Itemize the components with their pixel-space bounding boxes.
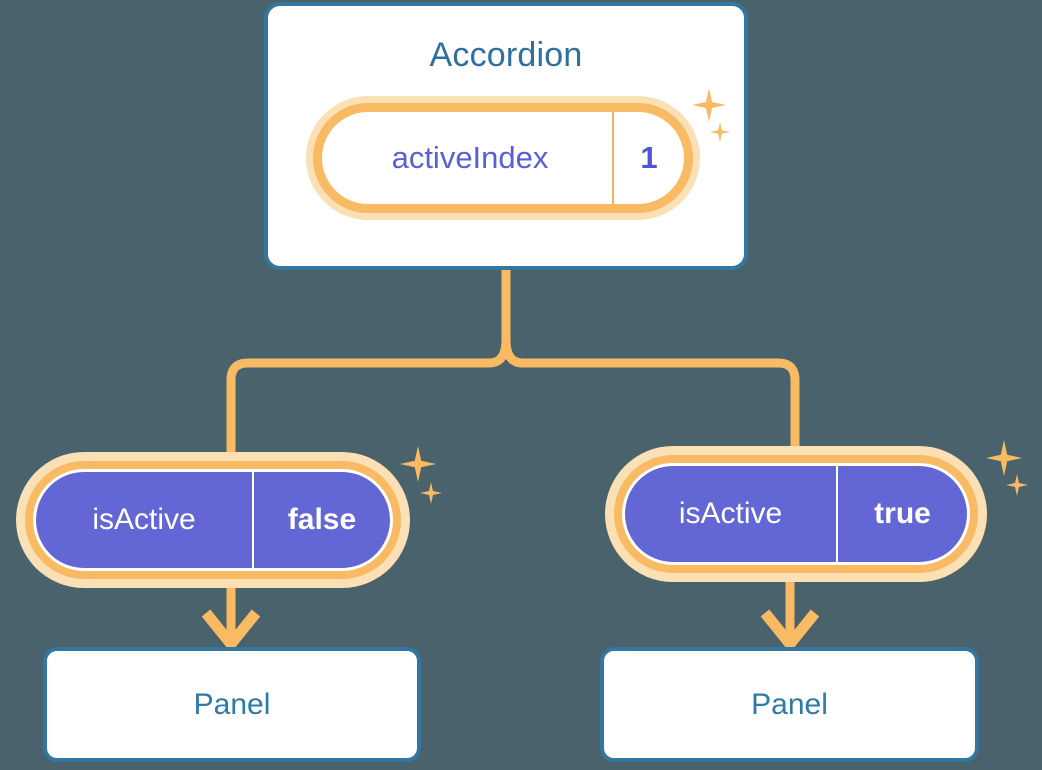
pill-body: isActive true [622,463,970,565]
connector-right-branch [501,335,800,459]
arrow-down-icon-left [201,580,261,653]
state-value-label: 1 [640,140,658,175]
sparkle-icon [986,440,1022,476]
state-key-label: isActive [625,466,838,562]
panel-label: Panel [751,687,828,721]
sparkle-small-icon [1006,474,1028,496]
connector-left-branch [226,335,511,465]
state-value-label: true [874,497,931,530]
state-value-label: false [287,503,357,536]
panel-label: Panel [193,687,271,721]
sparkle-small-icon [420,482,442,504]
accordion-title: Accordion [429,36,583,74]
state-pill-isactive-right[interactable]: isActive true [605,446,987,582]
state-pill-activeindex[interactable]: activeIndex 1 [306,96,700,220]
pill-body: activeIndex 1 [322,112,684,204]
state-key-label: isActive [36,472,254,568]
state-pill-isactive-left[interactable]: isActive false [16,452,410,588]
state-key-label: activeIndex [322,112,614,204]
panel-card-left[interactable]: Panel [43,647,421,762]
arrow-down-icon-right [760,576,820,653]
pill-body: isActive false [33,469,393,571]
panel-card-right[interactable]: Panel [600,647,979,762]
